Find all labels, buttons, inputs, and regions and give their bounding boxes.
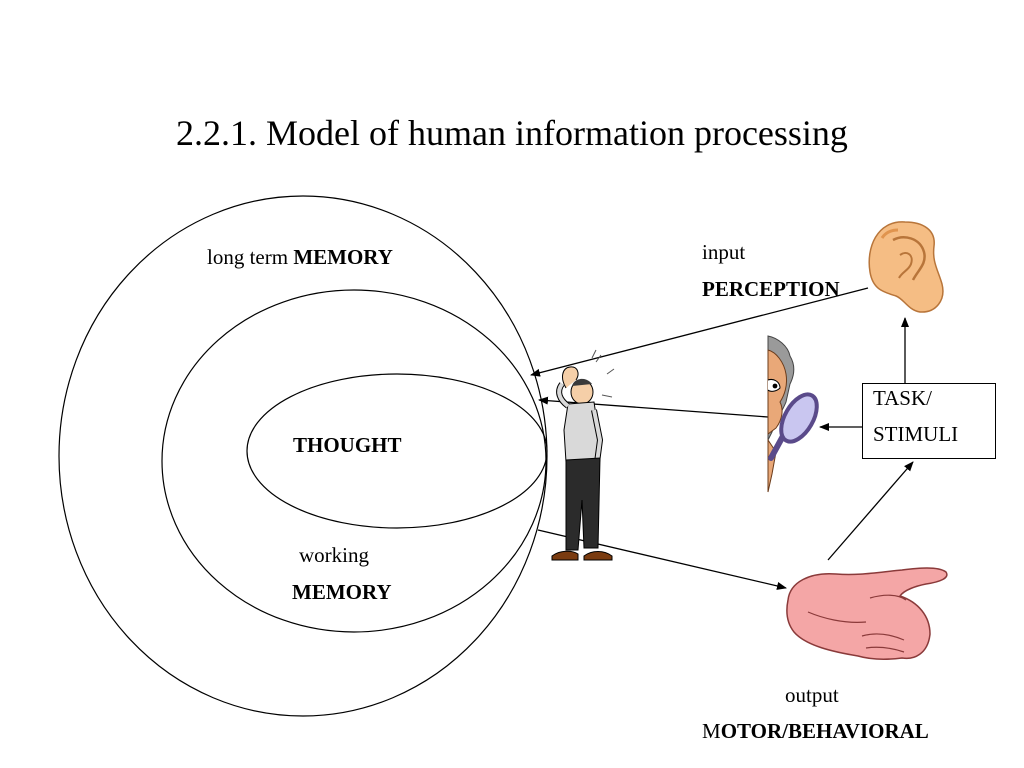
task-stimuli-box: TASK/ STIMULI — [862, 383, 996, 459]
ear-icon — [868, 221, 944, 313]
thought-ellipse — [246, 373, 548, 529]
mind-to-output-arrow — [537, 529, 787, 590]
perception-label: PERCEPTION — [702, 277, 840, 301]
open-hand-icon — [786, 567, 948, 661]
task-label: TASK/ — [873, 386, 932, 410]
long-term-memory-bold: MEMORY — [293, 245, 393, 269]
working-memory-line1: working — [299, 543, 369, 567]
motor-behavioral-label: MOTOR/BEHAVIORAL — [702, 719, 929, 744]
thought-label: THOUGHT — [293, 433, 402, 457]
long-term-prefix: long term — [207, 245, 289, 269]
page-title: 2.2.1. Model of human information proces… — [176, 113, 848, 153]
output-to-task-arrow — [827, 461, 914, 561]
perception-arrow — [530, 287, 869, 377]
working-memory-line2: MEMORY — [292, 580, 392, 604]
input-label: input — [702, 240, 746, 264]
motor-prefix: M — [702, 719, 721, 743]
long-term-memory-label: long term MEMORY — [207, 245, 393, 270]
stimuli-label: STIMULI — [873, 422, 959, 446]
output-label: output — [785, 683, 839, 707]
motor-rest: OTOR/BEHAVIORAL — [720, 719, 929, 743]
thinking-man-icon — [551, 349, 615, 561]
magnifier-face-icon — [767, 335, 819, 493]
